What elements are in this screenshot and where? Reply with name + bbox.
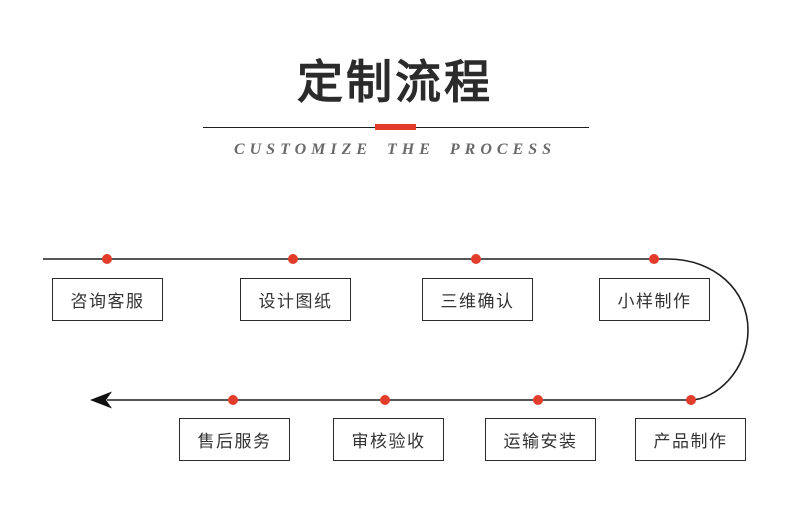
flow-node-dot (228, 395, 238, 405)
flow-line-path (43, 258, 749, 401)
step-box-after-sales: 售后服务 (179, 418, 290, 461)
step-box-sample-making: 小样制作 (599, 278, 710, 321)
flow-node-dot (380, 395, 390, 405)
step-box-consult-service: 咨询客服 (52, 278, 163, 321)
flow-node-dot (471, 254, 481, 264)
title-divider-accent (375, 124, 416, 130)
flow-node-dot (649, 254, 659, 264)
step-box-design-drawing: 设计图纸 (240, 278, 351, 321)
step-box-transport-install: 运输安装 (485, 418, 596, 461)
flow-node-dot (102, 254, 112, 264)
flow-node-dot (288, 254, 298, 264)
arrow-left-icon (90, 391, 112, 409)
flow-node-dot (533, 395, 543, 405)
step-box-product-making: 产品制作 (635, 418, 746, 461)
step-box-review-acceptance: 审核验收 (333, 418, 444, 461)
page-title: 定制流程 (297, 56, 493, 108)
page-subtitle: CUSTOMIZE THE PROCESS (233, 141, 557, 158)
flow-node-dot (686, 395, 696, 405)
step-box-3d-confirm: 三维确认 (422, 278, 533, 321)
